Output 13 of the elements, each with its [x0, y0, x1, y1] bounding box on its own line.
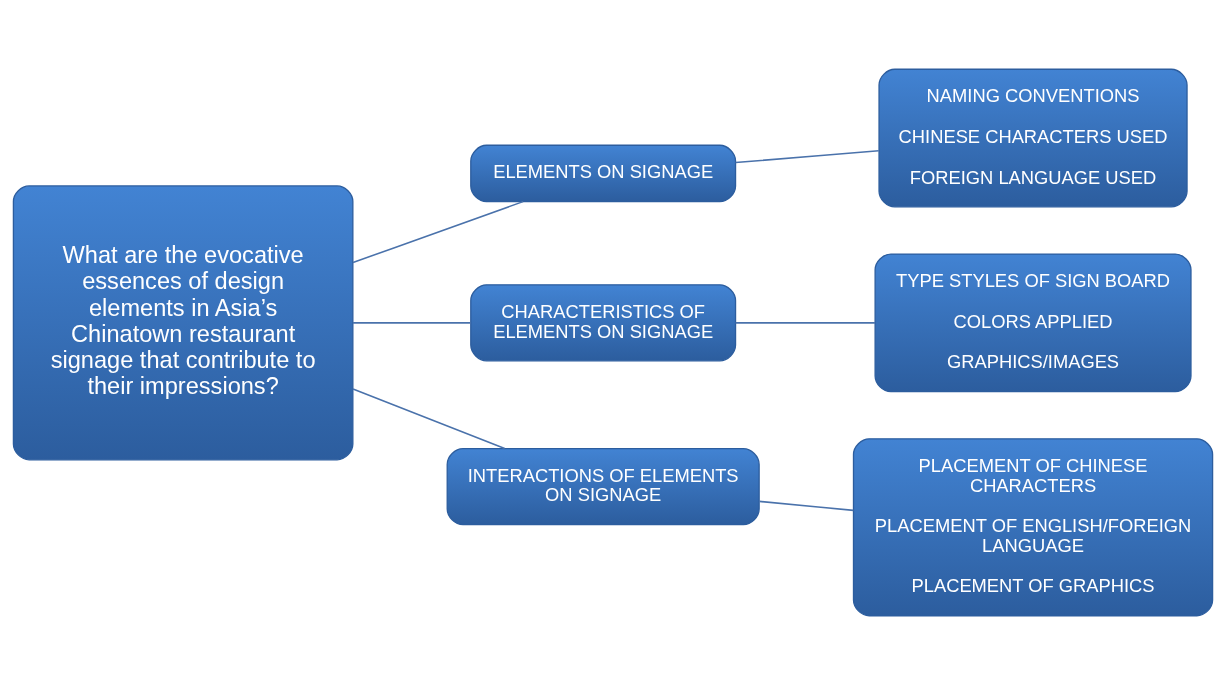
connector [734, 321, 876, 324]
connector [352, 321, 472, 324]
connector [758, 500, 855, 511]
node-box: NAMING CONVENTIONS CHINESE CHARACTERS USED FOREIGN LANGUAGE USED [878, 68, 1188, 207]
node-box: CHARACTERISTICS OF ELEMENTS ON SIGNAGE [470, 283, 737, 361]
node-box: TYPE STYLES OF SIGN BOARD COLORS APPLIED GRAPHICS/IMAGES [874, 252, 1192, 392]
connector [352, 387, 506, 449]
connector [352, 200, 524, 263]
node-box: PLACEMENT OF CHINESE CHARACTERS PLACEMENT OF ENGLISH/FOREIGN LANGUAGE PLACEMENT OF GRAPHICS [852, 437, 1214, 616]
node-box: What are the evocative essences of design elements in Asia’s Chinatown restaurant signage that contribute to their impressions? [12, 184, 354, 460]
node-box: INTERACTIONS OF ELEMENTS ON SIGNAGE [446, 447, 760, 525]
connector [734, 149, 880, 163]
node-box: ELEMENTS ON SIGNAGE [470, 144, 737, 202]
